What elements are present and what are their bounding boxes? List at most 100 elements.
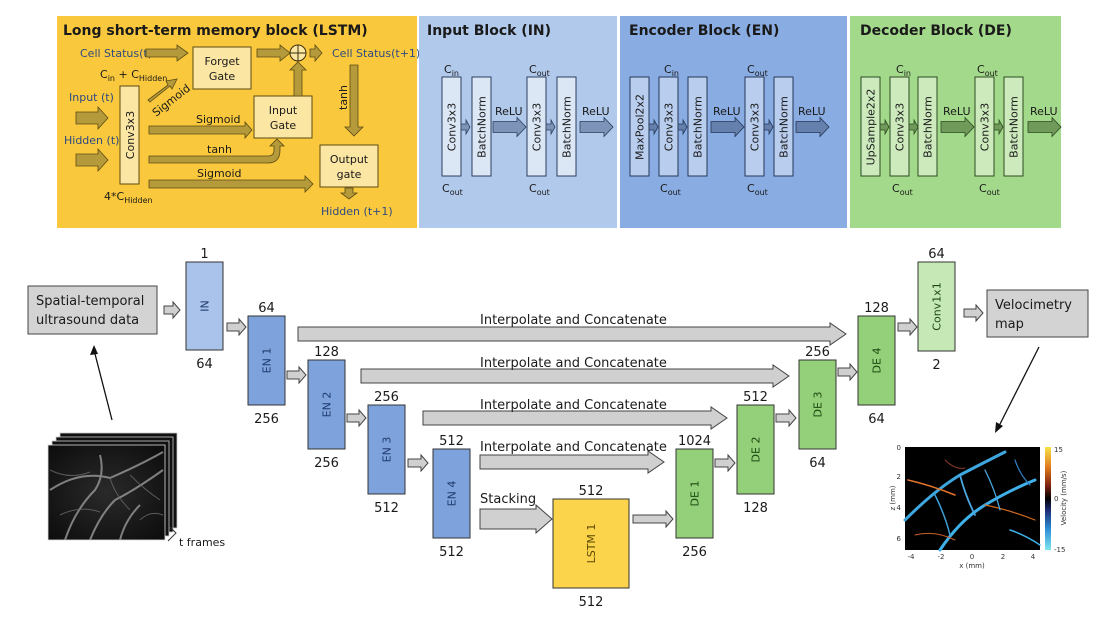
channel-in-value: 64 xyxy=(258,301,275,316)
layer-label: BatchNorm xyxy=(778,96,791,158)
channel-in-value: 256 xyxy=(805,345,830,360)
cell-status-arrow xyxy=(145,44,189,62)
hidden-arrow xyxy=(75,147,109,173)
layer-label: Conv3x3 xyxy=(749,103,762,151)
output-gate-label-1: Output xyxy=(330,153,369,166)
input-t-label: Input (t) xyxy=(69,91,114,104)
input-gate-label-2: Gate xyxy=(270,119,297,132)
forget-gate-box xyxy=(192,46,252,90)
block-label: EN 4 xyxy=(446,481,459,507)
channel-in-value: 128 xyxy=(314,345,339,360)
block-en1-box xyxy=(247,315,286,406)
y-tick-label: 0 xyxy=(897,444,901,452)
forget-gate-label-2: Gate xyxy=(209,70,236,83)
small-arrow xyxy=(648,118,659,136)
channel-out-value: 256 xyxy=(254,412,279,427)
channel-label-out: Cout xyxy=(529,63,550,78)
lstm-panel-title: Long short-term memory block (LSTM) xyxy=(63,23,368,39)
skip-connection-arrow xyxy=(422,406,728,430)
layer-label: UpSample2x2 xyxy=(865,89,878,166)
block-in-box xyxy=(185,261,224,351)
lstm-conv-box xyxy=(119,85,140,185)
sum-out-arrow xyxy=(309,43,323,63)
input-gate-box xyxy=(253,95,313,139)
block-label: DE 4 xyxy=(871,348,884,374)
skip-connection-label: Interpolate and Concatenate xyxy=(480,356,667,371)
x-tick-label: -4 xyxy=(908,553,916,561)
channel-in-value: 256 xyxy=(374,390,399,405)
hidden-out-label: Hidden (t+1) xyxy=(321,205,393,218)
channel-in-value: 512 xyxy=(743,390,768,405)
y-tick-label: 6 xyxy=(897,535,902,543)
channel-out-value: 64 xyxy=(809,456,826,471)
sigmoid-1-arrow xyxy=(148,120,253,140)
skip-connection-label: Interpolate and Concatenate xyxy=(480,440,667,455)
input-gate-to-sum-arrow xyxy=(289,61,307,97)
layer-label: BatchNorm xyxy=(1008,96,1021,158)
layer-box-batchnorm xyxy=(687,76,708,177)
forget-gate-label-1: Forget xyxy=(204,55,240,68)
channel-in-value: 512 xyxy=(439,434,464,449)
stacking-label: Stacking xyxy=(480,492,536,507)
relu-label: ReLU xyxy=(713,105,741,118)
skip-connection-arrow xyxy=(479,450,665,474)
block-label: IN xyxy=(199,300,212,311)
decoder-block-title: Decoder Block (DE) xyxy=(860,23,1012,39)
block-de4-box xyxy=(857,315,896,406)
layer-label: BatchNorm xyxy=(561,96,574,158)
block-label: LSTM 1 xyxy=(585,524,598,564)
channel-label-out: Cout xyxy=(979,182,1000,197)
layer-label: BatchNorm xyxy=(692,96,705,158)
input-gate-label-1: Input xyxy=(269,104,298,117)
sigmoid-1-label: Sigmoid xyxy=(196,113,241,126)
x-tick-label: 2 xyxy=(1001,553,1005,561)
input-pointer-arrowhead xyxy=(90,345,98,355)
x-tick-label: 0 xyxy=(970,553,974,561)
small-arrow xyxy=(545,118,556,136)
layer-label: BatchNorm xyxy=(476,96,489,158)
relu-label: ReLU xyxy=(943,105,971,118)
output-gate-out-arrow xyxy=(339,187,359,200)
flow-arrow xyxy=(714,453,736,473)
ultrasound-frames-stack: t frames xyxy=(47,432,225,549)
skip-connection-arrow xyxy=(297,322,847,346)
block-label: DE 1 xyxy=(689,481,702,507)
small-arrow xyxy=(879,118,890,136)
sigmoid-diag-arrow xyxy=(147,78,178,103)
lstm-panel: Long short-term memory block (LSTM) Cell… xyxy=(57,16,420,228)
output-gate-box xyxy=(319,144,379,188)
block-de2-box xyxy=(736,404,775,495)
tanh-vertical-label: tanh xyxy=(337,85,350,110)
channel-out-value: 512 xyxy=(579,595,604,610)
layer-label: Conv3x3 xyxy=(446,103,459,151)
layer-box-batchnorm xyxy=(1003,76,1024,177)
velocimetry-map-label-2: map xyxy=(995,317,1024,332)
layer-label: MaxPool2x2 xyxy=(634,94,647,160)
ultrasound-frame xyxy=(47,444,166,541)
relu-label: ReLU xyxy=(798,105,826,118)
velocity-colorbar xyxy=(1045,447,1051,550)
channel-label-in: Cin xyxy=(896,63,911,78)
channel-out-value: 128 xyxy=(743,501,768,516)
input-data-box xyxy=(27,285,158,335)
block-en4-box xyxy=(432,448,471,539)
block-label: EN 2 xyxy=(321,392,334,418)
x-tick-label: -2 xyxy=(938,553,945,561)
output-pointer-line xyxy=(997,346,1040,429)
channel-label-in: Cin xyxy=(444,63,459,78)
input-data-label-2: ultrasound data xyxy=(36,313,139,328)
block-de3-box xyxy=(798,359,837,450)
channel-label-out: Cout xyxy=(660,182,681,197)
flow-arrow xyxy=(632,509,674,529)
relu-arrow xyxy=(579,116,614,138)
input-data-label-1: Spatial-temporal xyxy=(36,294,144,309)
channel-out-value: 256 xyxy=(314,456,339,471)
layer-label: Conv3x3 xyxy=(663,103,676,151)
colorbar-label: Velocity (mm/s) xyxy=(1060,470,1068,525)
